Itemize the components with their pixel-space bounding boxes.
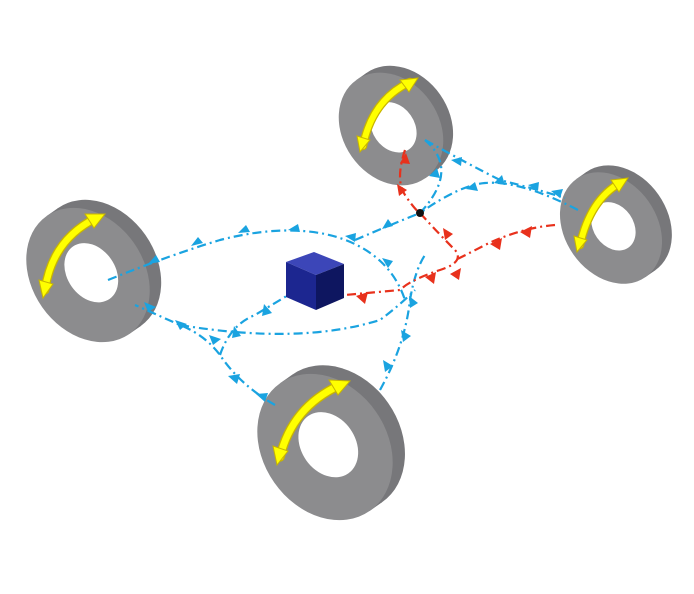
link-fr-right-to-unit: [454, 223, 556, 262]
arrowhead: [451, 157, 462, 166]
blue-arrowheads: [144, 157, 563, 402]
wheel-rear-right: [559, 165, 672, 284]
arrowhead: [209, 335, 221, 345]
link-rl-to-fl: [134, 303, 276, 406]
link-rr-to-fr: [419, 181, 579, 214]
box-front: [286, 262, 316, 310]
box-side: [316, 264, 344, 310]
wheel-rear-left: [257, 365, 405, 521]
link-fl-to-rr: [179, 289, 416, 335]
wheel-hub: [370, 102, 417, 153]
link-junction-to-fr: [419, 139, 443, 214]
arrowhead: [383, 360, 393, 372]
arrowhead: [494, 175, 505, 185]
arrowhead: [450, 268, 461, 280]
arrowhead: [382, 258, 393, 268]
wheel-hub: [591, 202, 636, 251]
arrowhead: [397, 184, 407, 196]
control-unit-box: [286, 252, 344, 310]
rotation-arrow-icon-front-right: [356, 77, 419, 154]
arrowhead: [551, 189, 563, 198]
arrowhead: [356, 292, 368, 304]
rotation-arrow-icon-front-left: [38, 213, 107, 300]
arrowhead: [409, 296, 418, 308]
rotation-arrow-icon-rear-left: [272, 379, 352, 467]
wheel-hub: [298, 412, 359, 478]
wheel-front-right: [338, 65, 454, 186]
wheel-front-left: [26, 199, 162, 343]
arrowhead: [528, 182, 539, 191]
arrowhead: [191, 237, 203, 246]
arrowhead: [345, 233, 356, 242]
arrowhead: [425, 272, 436, 284]
arrowhead: [400, 153, 410, 164]
rotation-arrow-icon-rear-right: [573, 177, 629, 254]
red-arrowheads: [356, 153, 532, 304]
arrowhead: [144, 302, 156, 312]
arrowhead: [262, 304, 272, 316]
link-rl-to-unit: [218, 284, 306, 356]
link-rr-lower-to-junction: [354, 211, 421, 242]
link-fr-to-junction: [398, 149, 421, 214]
arrowhead: [238, 225, 250, 233]
box-top: [286, 252, 344, 275]
arrowhead: [175, 320, 187, 330]
junction-dot: [416, 209, 424, 217]
arrowhead: [401, 330, 411, 342]
link-fl-to-unit: [107, 229, 407, 301]
wheel-hub: [64, 243, 119, 303]
arrowhead: [429, 168, 440, 178]
arrowhead: [232, 326, 241, 338]
arrowhead: [228, 374, 240, 384]
arrowhead: [443, 228, 453, 240]
arrowhead: [148, 255, 160, 264]
arrowhead: [466, 182, 478, 191]
arrowhead: [382, 219, 393, 229]
arrowhead: [288, 224, 300, 232]
arrowhead: [520, 226, 532, 238]
arrowhead: [256, 393, 268, 402]
link-junction-to-unit: [344, 212, 459, 297]
arrowhead: [490, 238, 502, 250]
